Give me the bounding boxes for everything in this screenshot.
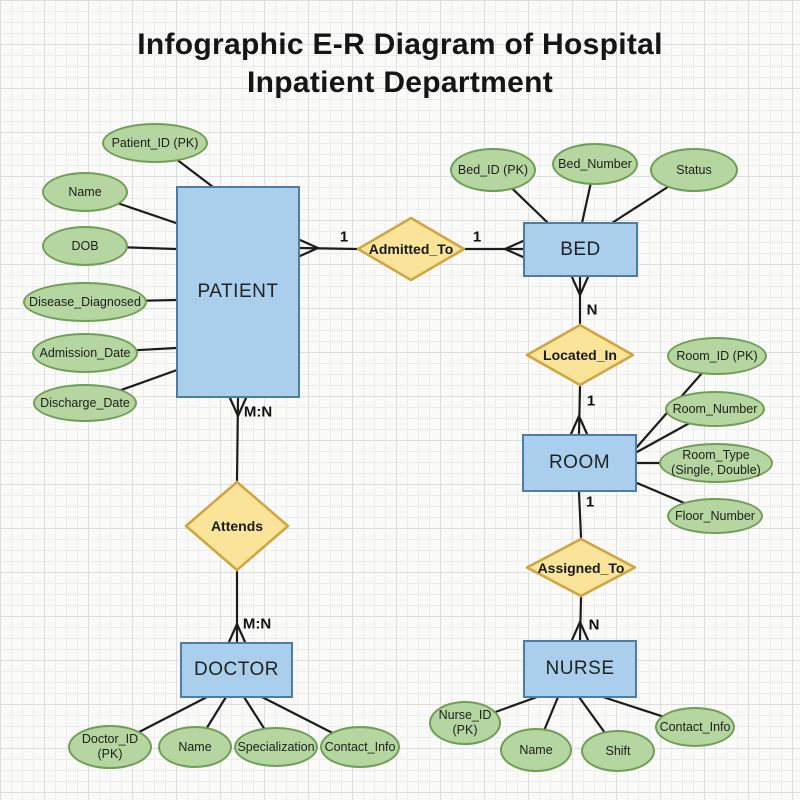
attribute-nurse-shift: Shift — [581, 730, 655, 772]
entity-nurse-label: NURSE — [545, 658, 615, 679]
cardinality-bed-located-in: N — [586, 301, 598, 319]
attribute-room-type: Room_Type (Single, Double) — [659, 443, 773, 483]
crowsfoot-patient-bottom — [228, 396, 248, 419]
cardinality-located-in-room: 1 — [586, 392, 596, 410]
attribute-nurse-contact-info: Contact_Info — [655, 707, 735, 747]
diamond-shape — [184, 480, 290, 572]
relationship-admitted-to-label: Admitted_To — [368, 241, 454, 257]
crowsfoot-nurse-top — [570, 619, 590, 642]
relationship-located-in: Located_In — [525, 323, 635, 387]
attribute-bed-status: Status — [650, 148, 738, 192]
link-located-in-room — [577, 385, 582, 436]
cardinality-assigned-to-nurse: N — [588, 616, 600, 634]
link-assigned-to-nurse — [578, 596, 583, 642]
link-room-assigned-to — [577, 490, 583, 539]
attribute-nurse-id: Nurse_ID (PK) — [429, 701, 501, 745]
attribute-patient-name: Name — [42, 172, 128, 212]
attribute-bed-id: Bed_ID (PK) — [450, 148, 536, 192]
entity-doctor-label: DOCTOR — [194, 659, 279, 680]
link-patient-attends — [235, 396, 240, 482]
attribute-disease-diagnosed: Disease_Diagnosed — [23, 282, 147, 322]
crowsfoot-bed-left — [502, 239, 525, 259]
entity-bed-label: BED — [560, 238, 601, 260]
attribute-doctor-id: Doctor_ID (PK) — [68, 725, 152, 769]
relationship-attends: Attends — [184, 480, 290, 572]
attribute-doctor-name: Name — [158, 726, 232, 768]
link-patient-admitted-to — [298, 246, 359, 251]
relationship-assigned-to: Assigned_To — [525, 537, 637, 598]
attribute-room-id: Room_ID (PK) — [667, 337, 767, 375]
diamond-shape — [525, 537, 637, 598]
diagram-title: Infographic E-R Diagram of Hospital Inpa… — [0, 26, 800, 102]
crowsfoot-room-top — [569, 413, 589, 436]
attribute-bed-number: Bed_Number — [552, 143, 638, 185]
attribute-patient-dob: DOB — [42, 226, 128, 266]
attribute-nurse-name: Name — [500, 728, 572, 772]
diagram-title-line2: Inpatient Department — [246, 66, 554, 99]
attribute-discharge-date: Discharge_Date — [33, 384, 137, 422]
relationship-located-in-label: Located_In — [543, 347, 617, 363]
entity-room: ROOM — [522, 434, 637, 492]
attribute-doctor-contact-info: Contact_Info — [320, 726, 400, 768]
crowsfoot-doctor-top — [227, 621, 247, 644]
relationship-attends-label: Attends — [210, 518, 264, 534]
cardinality-room-assigned-to: 1 — [585, 493, 595, 511]
attribute-doctor-specialization: Specialization — [234, 727, 318, 767]
attribute-patient-id: Patient_ID (PK) — [102, 123, 208, 163]
relationship-assigned-to-label: Assigned_To — [537, 559, 625, 576]
relationship-links — [235, 246, 583, 644]
diamond-shape — [525, 323, 635, 387]
cardinality-attends-doctor: M:N — [242, 615, 272, 633]
diagram-title-line1: Infographic E-R Diagram of Hospital — [137, 28, 663, 61]
entity-nurse: NURSE — [523, 640, 637, 698]
attribute-floor-number: Floor_Number — [667, 498, 763, 534]
crowsfoot-patient-right — [298, 238, 321, 258]
cardinality-admitted-to-bed: 1 — [472, 228, 482, 246]
entity-bed: BED — [523, 222, 638, 277]
entity-doctor: DOCTOR — [180, 642, 293, 698]
attribute-admission-date: Admission_Date — [32, 333, 138, 373]
entity-room-label: ROOM — [548, 452, 611, 473]
crowsfoot-marks — [227, 238, 590, 644]
crowsfoot-bed-bottom — [570, 275, 590, 298]
diamond-shape — [356, 216, 466, 282]
entity-patient: PATIENT — [176, 186, 300, 398]
cardinality-patient-attends: M:N — [243, 403, 273, 421]
relationship-admitted-to: Admitted_To — [356, 216, 466, 282]
attribute-room-number: Room_Number — [665, 391, 765, 427]
entity-patient-label: PATIENT — [197, 281, 279, 302]
cardinality-patient-admitted-to: 1 — [339, 228, 349, 246]
